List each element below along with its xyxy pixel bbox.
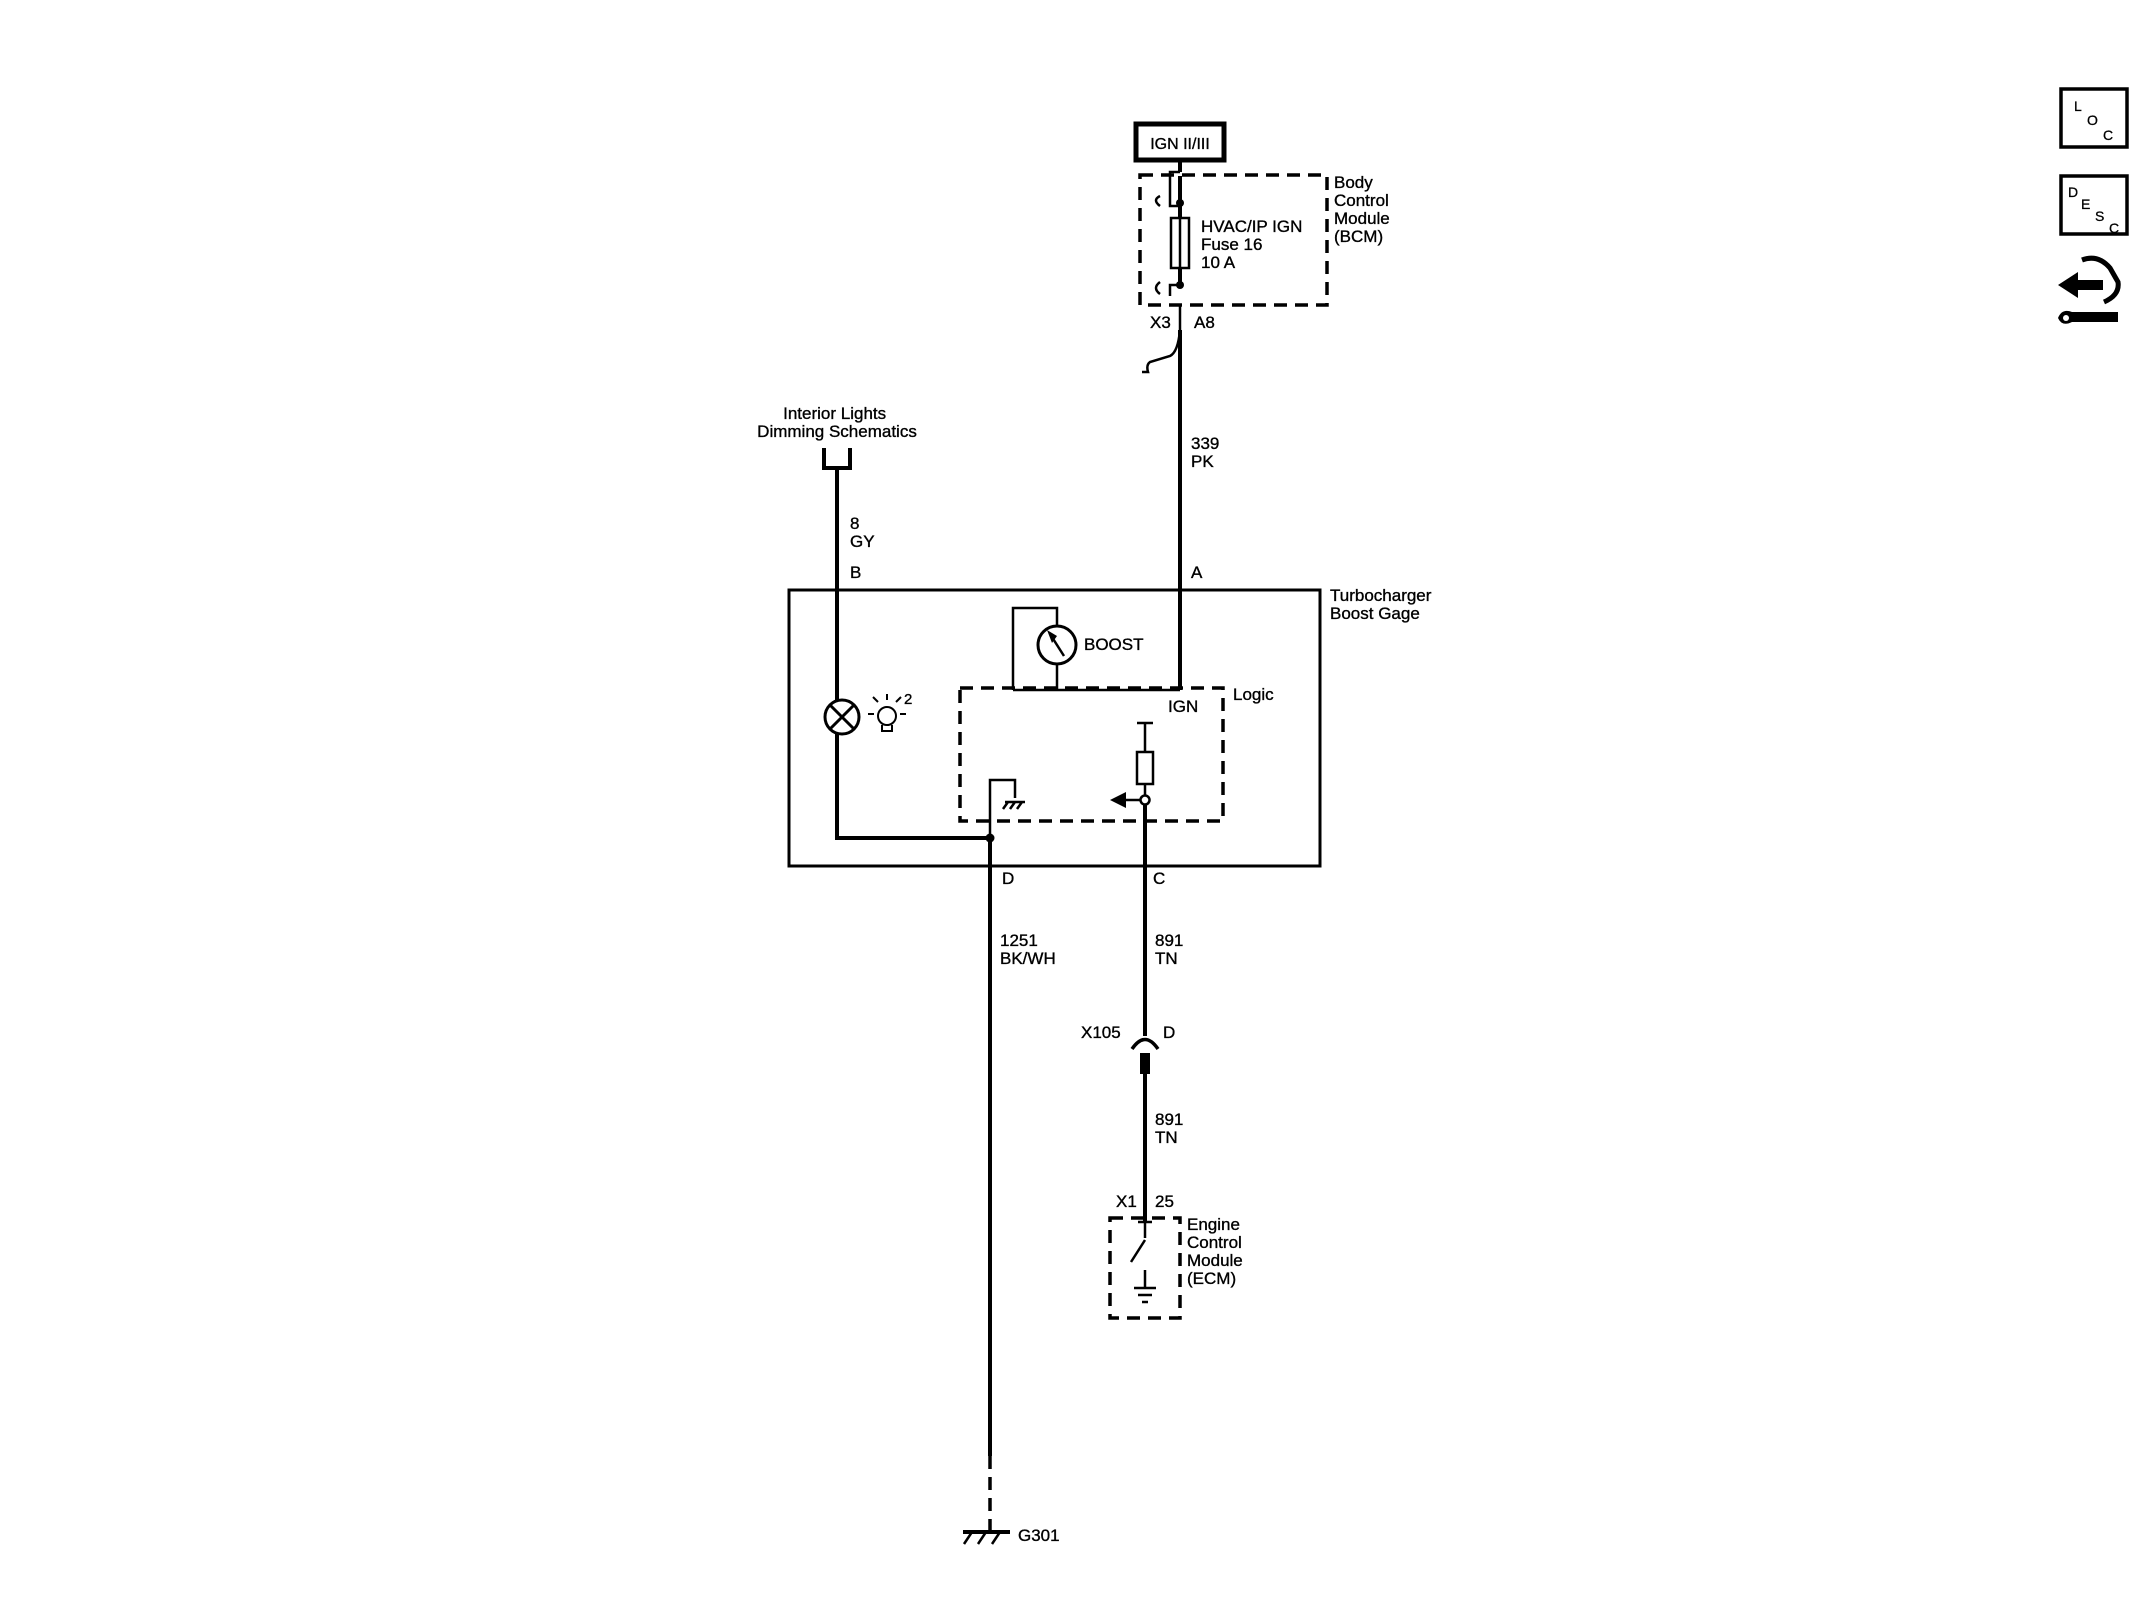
bcm-connector-label: X3	[1150, 313, 1171, 332]
gage-boundary	[787, 588, 1322, 868]
logic-pullup-resistor	[1135, 750, 1155, 786]
svg-text:E: E	[2081, 196, 2090, 212]
svg-text:C: C	[2103, 127, 2113, 143]
svg-text:L: L	[2074, 98, 2082, 114]
lamp-bulb-icon	[868, 694, 906, 732]
logic-label: Logic	[1233, 685, 1274, 704]
svg-text:O: O	[2087, 112, 2098, 128]
ecm-switch-symbol	[1129, 1239, 1147, 1263]
x105-name: X105	[1081, 1023, 1121, 1042]
ignition-source: IGN II/III	[1133, 121, 1227, 163]
turbocharger-boost-gage: Turbocharger Boost Gage BOOST Logic IGN	[787, 586, 1436, 868]
ground-g301: G301	[962, 1526, 1060, 1545]
wire-891-lower-label: 891 TN	[1155, 1110, 1188, 1147]
gage-pin-c: C	[1153, 869, 1165, 888]
bcm-connector-symbol	[1142, 329, 1182, 374]
ecm-connector-label: X1	[1116, 1192, 1137, 1211]
ecm-pin-label: 25	[1155, 1192, 1174, 1211]
bcm-name: Body Control Module (BCM)	[1334, 173, 1395, 246]
ignition-source-label: IGN II/III	[1150, 136, 1210, 153]
engine-control-module: Engine Control Module (ECM)	[1108, 1215, 1248, 1320]
svg-text:S: S	[2095, 208, 2104, 224]
boost-meter-label: BOOST	[1084, 635, 1144, 654]
svg-text:D: D	[2068, 184, 2078, 200]
x105-pin: D	[1163, 1023, 1175, 1042]
wire-891-upper-label: 891 TN	[1155, 931, 1188, 968]
location-icon[interactable]: L O C	[2059, 87, 2129, 149]
inline-connector-x105: X105 D	[1081, 1023, 1175, 1074]
gage-pin-b: B	[850, 563, 861, 582]
interior-lights-dimming-reference: Interior Lights Dimming Schematics	[757, 404, 917, 470]
logic-ign-label: IGN	[1168, 697, 1198, 716]
gage-name: Turbocharger Boost Gage	[1330, 586, 1436, 623]
lamp-number: 2	[904, 691, 912, 708]
wire-339-label: 339 PK	[1191, 434, 1224, 471]
dimming-source-label: Interior Lights Dimming Schematics	[757, 404, 917, 441]
fuse-label: HVAC/IP IGN Fuse 16 10 A	[1201, 217, 1307, 272]
svg-text:C: C	[2109, 220, 2119, 236]
description-icon[interactable]: D E S C	[2059, 174, 2129, 236]
gage-pin-a: A	[1191, 563, 1203, 582]
bcm-boundary	[1138, 173, 1329, 307]
body-control-module: Body Control Module (BCM) HVAC/IP IGN Fu…	[1138, 160, 1395, 332]
wire-8-label: 8 GY	[850, 514, 875, 551]
bcm-pin-label: A8	[1194, 313, 1215, 332]
gage-pin-d: D	[1002, 869, 1014, 888]
ecm-name: Engine Control Module (ECM)	[1187, 1215, 1248, 1288]
wire-1251-label: 1251 BK/WH	[1000, 931, 1056, 968]
ground-g301-label: G301	[1018, 1526, 1060, 1545]
service-procedure-icon[interactable]	[2058, 255, 2121, 324]
logic-boundary	[958, 686, 1225, 823]
